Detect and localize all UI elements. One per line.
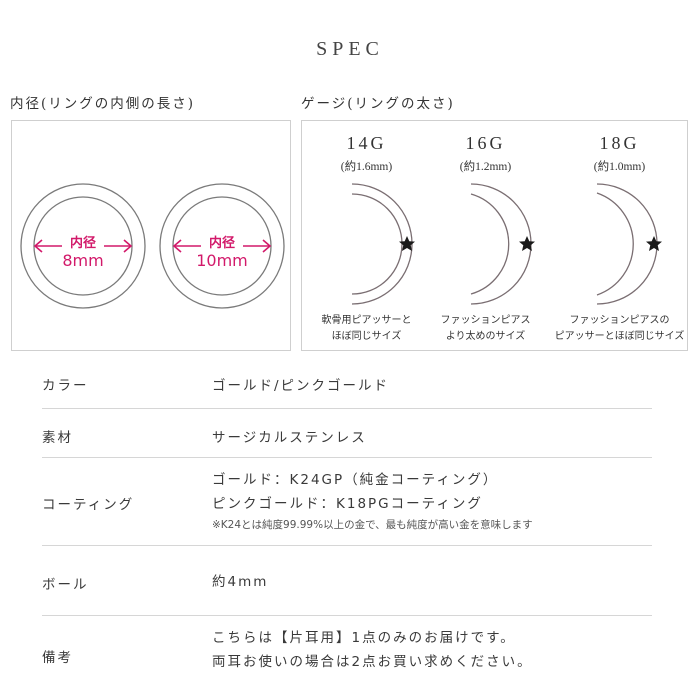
ring-dimension-label: 内径 10mm	[196, 236, 248, 270]
gauge-18g: 18G (約1.0mm) ファッションピアスの ピアッサーとほぼ同じサイズ	[550, 121, 689, 352]
spec-row-coating: コーティング ゴールド：K24GP（純金コーティング） ピンクゴールド：K18P…	[42, 458, 652, 546]
ring-10mm: 内径 10mm	[158, 182, 286, 310]
gauge-description: ファッションピアス より太めのサイズ	[440, 315, 531, 342]
gauge-description: 軟骨用ピアッサーと ほぼ同じサイズ	[321, 315, 412, 342]
gauge-16g: 16G (約1.2mm) ファッションピアス より太めのサイズ	[421, 121, 550, 352]
star-icon	[399, 236, 415, 251]
gauge-arc-icon	[351, 183, 415, 305]
spec-row-color: カラー ゴールド/ピンクゴールド	[42, 360, 652, 409]
gauge-arc-icon	[470, 183, 535, 305]
spec-row-notes: 備考 こちらは【片耳用】1点のみのお届けです。 両耳お使いの場合は2点お買い求め…	[42, 630, 533, 670]
star-icon	[519, 236, 535, 251]
page-title: SPEC	[316, 38, 384, 60]
ring-icon	[20, 183, 146, 309]
gauge-heading: ゲージ(リングの太さ)	[301, 96, 455, 112]
ring-8mm: 内径 8mm	[19, 182, 147, 310]
spec-row-ball: ボール 約4mm	[42, 546, 652, 616]
ring-icon	[159, 183, 285, 309]
gauge-panel: 14G (約1.6mm) 軟骨用ピアッサーと ほぼ同じサイズ 16G (約1.2…	[301, 120, 688, 351]
ring-dimension-label: 内径 8mm	[62, 236, 104, 270]
inner-diameter-panel: 内径 8mm 内径 10mm	[11, 120, 291, 351]
gauge-description: ファッションピアスの ピアッサーとほぼ同じサイズ	[554, 315, 685, 342]
gauge-arc-icon	[596, 183, 662, 305]
inner-diameter-heading: 内径(リングの内側の長さ)	[10, 96, 196, 112]
star-icon	[646, 236, 662, 251]
spec-row-material: 素材 サージカルステンレス	[42, 409, 652, 458]
gauge-14g: 14G (約1.6mm) 軟骨用ピアッサーと ほぼ同じサイズ	[302, 121, 431, 352]
